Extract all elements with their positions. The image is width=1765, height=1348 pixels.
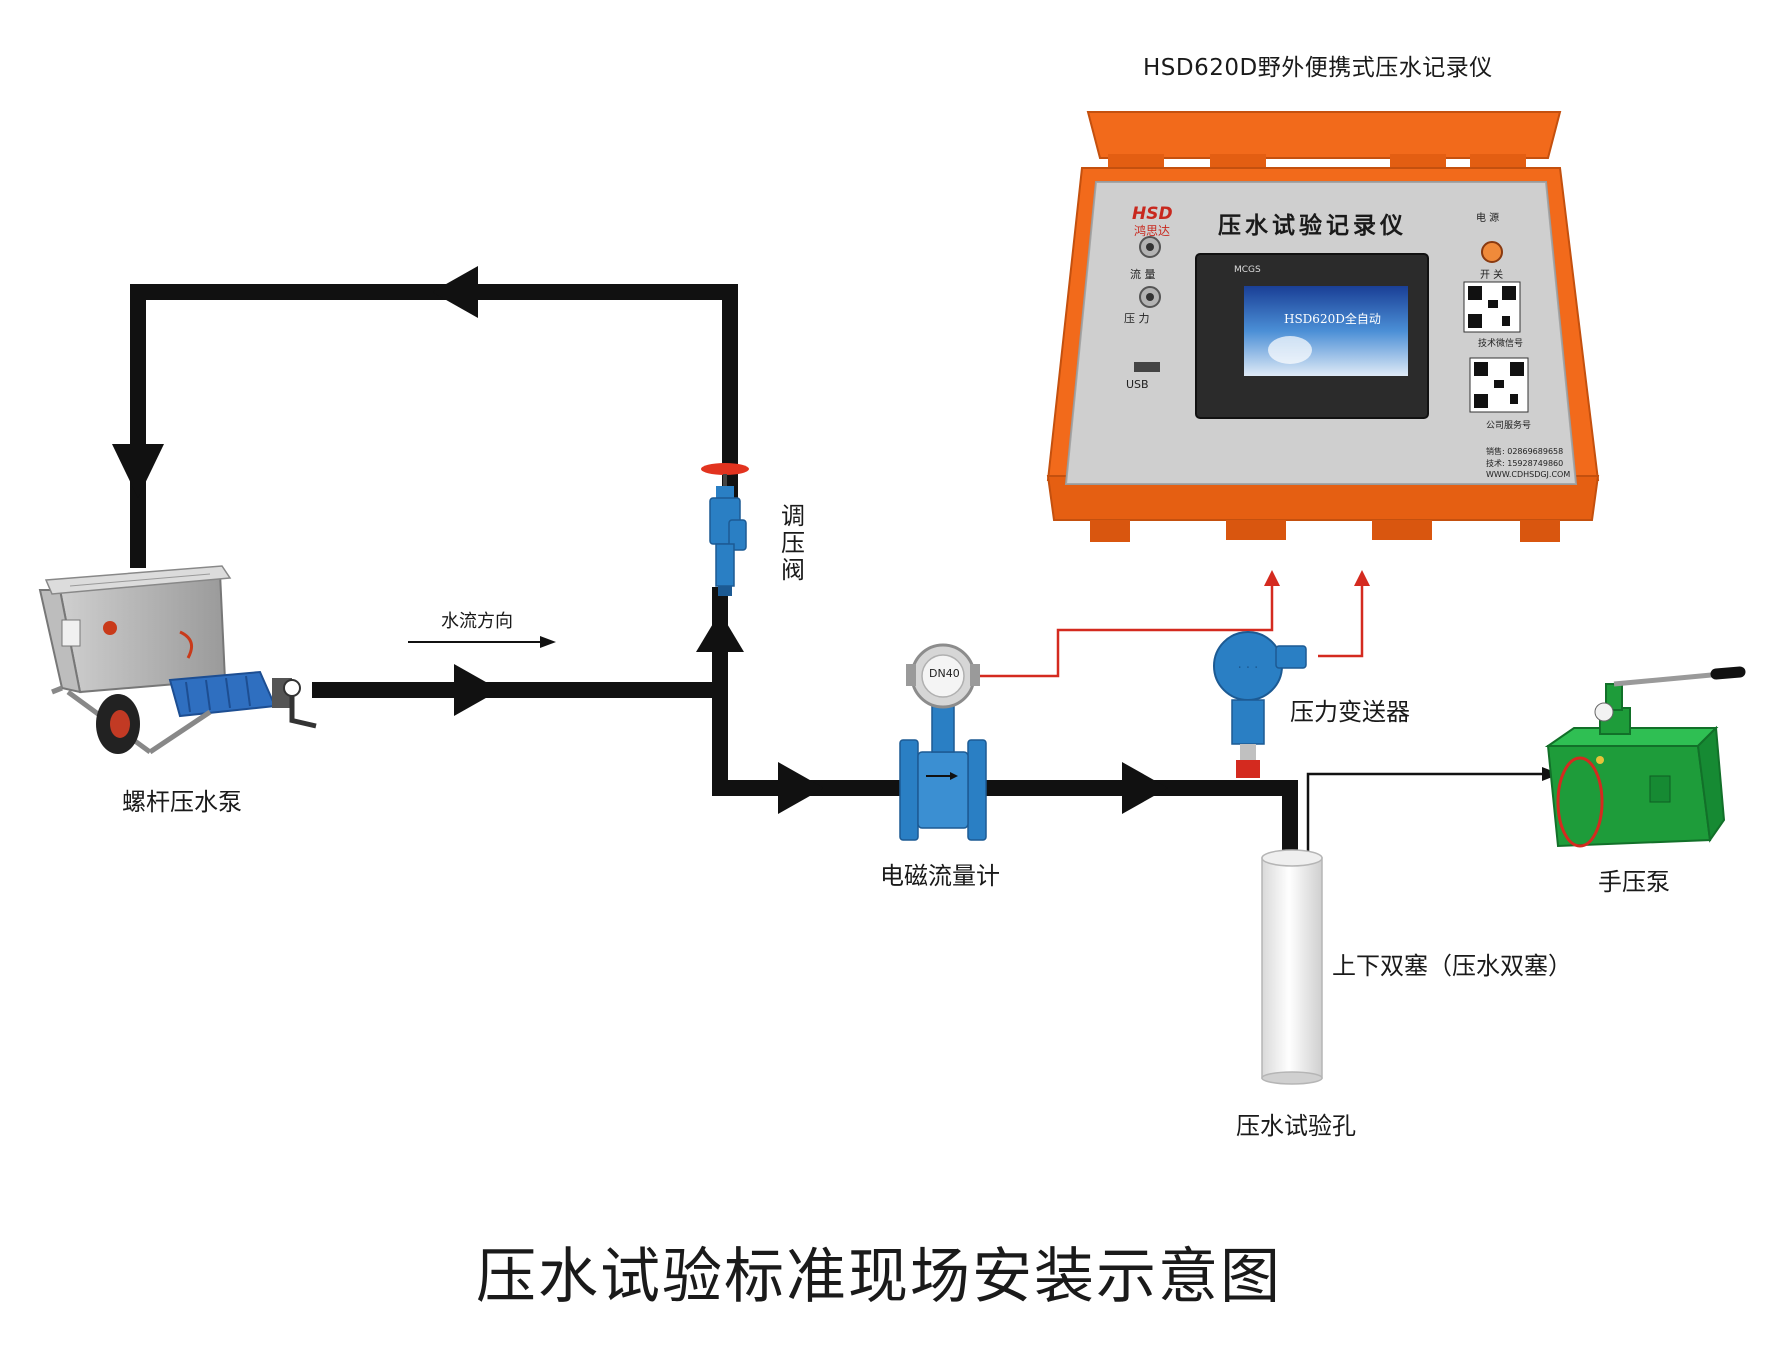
- screw-pump: [38, 565, 317, 755]
- hole-label: 压水试验孔: [1236, 1112, 1356, 1140]
- power-label: 电 源: [1476, 213, 1500, 224]
- flow-arrows: [112, 266, 1168, 814]
- arrow-right-supply-2: [1122, 762, 1168, 814]
- supply-pipe: [712, 682, 1298, 873]
- regulating-valve: [701, 463, 749, 596]
- flowmeter-label: 电磁流量计: [880, 862, 1000, 890]
- pressure-transmitter: · · ·: [1213, 631, 1307, 778]
- port-pressure-label: 压 力: [1124, 312, 1150, 325]
- port-flow-label: 流 量: [1130, 268, 1156, 281]
- test-hole: [1261, 849, 1323, 1085]
- packer-label: 上下双塞（压水双塞）: [1332, 952, 1572, 980]
- hand-pump-label: 手压泵: [1598, 868, 1670, 896]
- flow-direction-label: 水流方向: [441, 611, 513, 632]
- screen-text: HSD620D全自动: [1284, 312, 1381, 326]
- arrow-left-top: [432, 266, 478, 318]
- qr1-label: 技术微信号: [1478, 339, 1524, 349]
- switch-label: 开 关: [1480, 270, 1504, 281]
- valve-label: 调压阀: [781, 502, 805, 584]
- hand-pump-line: [1306, 767, 1560, 862]
- flow-signal-wire: [978, 584, 1274, 678]
- arrow-down-left: [112, 444, 164, 498]
- page-title: 压水试验标准现场安装示意图: [476, 1242, 1282, 1312]
- signal-arrowheads: [1264, 570, 1370, 586]
- return-pipe: [130, 284, 738, 568]
- flow-direction-indicator: [408, 636, 556, 648]
- arrow-right-supply-1: [778, 762, 824, 814]
- pump-label: 螺杆压水泵: [122, 788, 242, 816]
- website: WWW.CDHSDGJ.COM: [1486, 470, 1571, 479]
- transmitter-label: 压力变送器: [1290, 698, 1410, 726]
- recorder-caption: HSD620D野外便携式压水记录仪: [1143, 55, 1493, 81]
- qr2-label: 公司服务号: [1486, 421, 1532, 431]
- usb-label: USB: [1126, 378, 1149, 391]
- hand-pump: [1544, 666, 1746, 848]
- tech-phone: 技术: 15928749860: [1486, 459, 1564, 468]
- recorder-device: [1046, 111, 1600, 542]
- case-lid: [1086, 111, 1562, 159]
- svg-text:· · ·: · · ·: [1238, 661, 1259, 676]
- recorder-brand: HSD: [1132, 204, 1173, 224]
- sales-phone: 销售: 02869689658: [1486, 447, 1564, 456]
- recorder-brand-cn: 鸿思达: [1134, 224, 1171, 238]
- recorder-panel-title: 压水试验记录仪: [1218, 212, 1407, 239]
- screen-display: [1244, 286, 1408, 376]
- pressure-signal-wire: [1318, 584, 1364, 658]
- flowmeter: [899, 643, 987, 841]
- arrow-right-main: [454, 664, 500, 716]
- screen-brand: MCGS: [1234, 265, 1261, 275]
- signal-wires: [978, 584, 1364, 678]
- arrow-up-valve: [696, 612, 744, 652]
- flowmeter-dn-label: DN40: [929, 667, 960, 680]
